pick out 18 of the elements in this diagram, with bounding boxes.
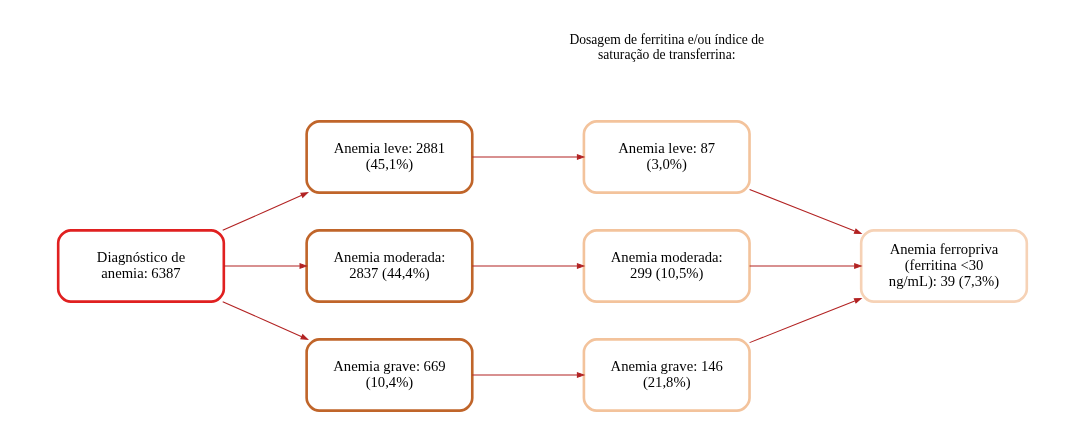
node-box: Anemia ferropriva (ferritina <30 ng/mL): 39 (7,3%) <box>859 229 1028 303</box>
arrow <box>471 154 585 160</box>
node-box: Anemia leve: 87 (3,0%) <box>582 120 751 194</box>
node-box: Anemia leve: 2881 (45,1%) <box>304 120 474 194</box>
arrow <box>748 297 862 344</box>
node-box: Anemia grave: 669 (10,4%) <box>304 338 474 412</box>
node-box: Anemia moderada: 2837 (44,4%) <box>304 229 474 303</box>
arrow <box>471 263 585 269</box>
node-box: Anemia grave: 146 (21,8%) <box>582 338 751 412</box>
arrow <box>471 372 585 378</box>
arrow <box>748 263 863 269</box>
arrow <box>223 263 308 269</box>
label: Dosagem de ferritina e/ou índice de saturação de transferrina: <box>568 32 764 62</box>
arrow <box>748 188 862 235</box>
arrow <box>221 301 309 340</box>
node-box: Anemia moderada: 299 (10,5%) <box>582 229 751 303</box>
arrow <box>221 192 309 231</box>
node-box: Diagnóstico de anemia: 6387 <box>56 229 225 303</box>
